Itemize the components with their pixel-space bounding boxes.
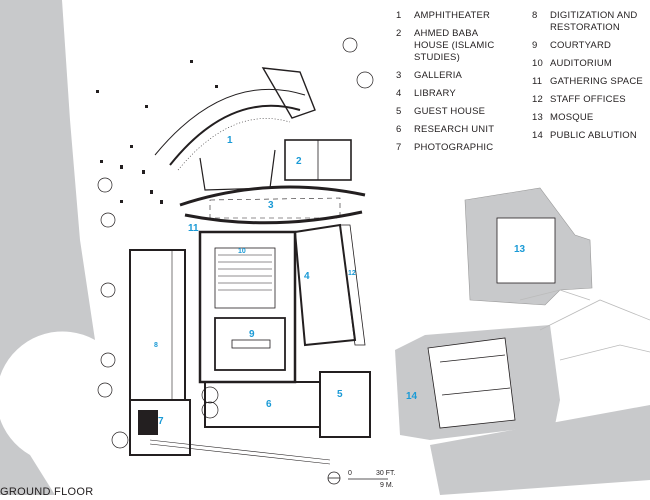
legend-num: 1 xyxy=(396,10,402,21)
plan-label-6: 6 xyxy=(266,399,272,410)
legend-item: 12 STAFF OFFICES xyxy=(532,94,650,106)
legend-column-1: 1 AMPHITHEATER 2 AHMED BABA HOUSE (ISLAMIC… xyxy=(396,10,524,160)
ablution-building xyxy=(395,325,650,495)
legend-num: 12 xyxy=(532,94,543,105)
legend-label: GATHERING SPACE xyxy=(550,76,643,87)
legend-item: 7 PHOTOGRAPHIC xyxy=(396,142,524,154)
legend-item: 13 MOSQUE xyxy=(532,112,650,124)
plan-label-2: 2 xyxy=(296,156,302,167)
plan-label-7: 7 xyxy=(158,416,164,427)
legend-label: LIBRARY xyxy=(414,88,456,99)
legend-num: 13 xyxy=(532,112,543,123)
legend-item: 2 AHMED BABA HOUSE (ISLAMIC STUDIES) xyxy=(396,28,524,64)
plan-label-9: 9 xyxy=(249,329,255,340)
plan-label-8: 8 xyxy=(154,342,158,349)
scale-zero: 0 xyxy=(348,470,352,477)
legend-item: 3 GALLERIA xyxy=(396,70,524,82)
legend-label: GUEST HOUSE xyxy=(414,106,486,117)
legend-num: 6 xyxy=(396,124,402,135)
mosque-building xyxy=(464,187,593,306)
plan-label-11: 11 xyxy=(188,223,199,234)
floor-title: GROUND FLOOR xyxy=(0,486,94,498)
legend-label: COURTYARD xyxy=(550,40,612,51)
legend-num: 8 xyxy=(532,10,538,21)
legend-label: GALLERIA xyxy=(414,70,463,81)
legend-label: STAFF OFFICES xyxy=(550,94,626,105)
plan-label-12: 12 xyxy=(348,270,356,277)
legend-num: 5 xyxy=(396,106,402,117)
legend-item: 1 AMPHITHEATER xyxy=(396,10,524,22)
legend-item: 9 COURTYARD xyxy=(532,40,650,52)
legend-num: 14 xyxy=(532,130,543,141)
legend-num: 3 xyxy=(396,70,402,81)
legend-item: 14 PUBLIC ABLUTION xyxy=(532,130,650,142)
scale-meters: 9 M. xyxy=(380,482,394,489)
scale-bar: 0 30 FT. 9 M. xyxy=(327,470,396,489)
plan-label-13: 13 xyxy=(514,244,526,255)
legend-label: PUBLIC ABLUTION xyxy=(550,130,637,141)
legend-item: 5 GUEST HOUSE xyxy=(396,106,524,118)
legend-num: 10 xyxy=(532,58,543,69)
plan-label-14: 14 xyxy=(406,391,418,402)
legend-item: 10 AUDITORIUM xyxy=(532,58,650,70)
legend-label: PHOTOGRAPHIC xyxy=(414,142,494,153)
legend-item: 8 DIGITIZATION AND RESTORATION xyxy=(532,10,650,34)
plan-label-1: 1 xyxy=(227,135,233,146)
amphitheater xyxy=(154,67,316,191)
legend-item: 6 RESEARCH UNIT xyxy=(396,124,524,136)
plan-label-10: 10 xyxy=(238,248,246,255)
legend-label: DIGITIZATION AND RESTORATION xyxy=(550,10,638,33)
legend-label: MOSQUE xyxy=(550,112,594,123)
legend-column-2: 8 DIGITIZATION AND RESTORATION 9 COURTYARD… xyxy=(532,10,650,148)
legend-num: 11 xyxy=(532,76,543,87)
neighbouring-outlines xyxy=(519,289,650,361)
trees xyxy=(97,37,374,449)
plan-label-5: 5 xyxy=(337,389,343,400)
main-building xyxy=(129,223,371,465)
wall-fragments xyxy=(96,60,218,204)
plan-label-3: 3 xyxy=(268,200,274,211)
legend-label: AHMED BABA HOUSE (ISLAMIC STUDIES) xyxy=(414,28,495,63)
ahmed-baba-house xyxy=(284,139,352,181)
adjacent-ground-left xyxy=(0,0,95,495)
plan-label-4: 4 xyxy=(304,271,310,282)
legend-num: 2 xyxy=(396,28,402,39)
legend-item: 4 LIBRARY xyxy=(396,88,524,100)
legend-item: 11 GATHERING SPACE xyxy=(532,76,650,88)
legend-label: RESEARCH UNIT xyxy=(414,124,495,135)
scale-feet: 30 FT. xyxy=(376,470,396,477)
legend-num: 4 xyxy=(396,88,402,99)
legend-label: AUDITORIUM xyxy=(550,58,612,69)
galleria xyxy=(179,185,366,225)
legend-num: 9 xyxy=(532,40,538,51)
legend-num: 7 xyxy=(396,142,402,153)
legend-label: AMPHITHEATER xyxy=(414,10,491,21)
